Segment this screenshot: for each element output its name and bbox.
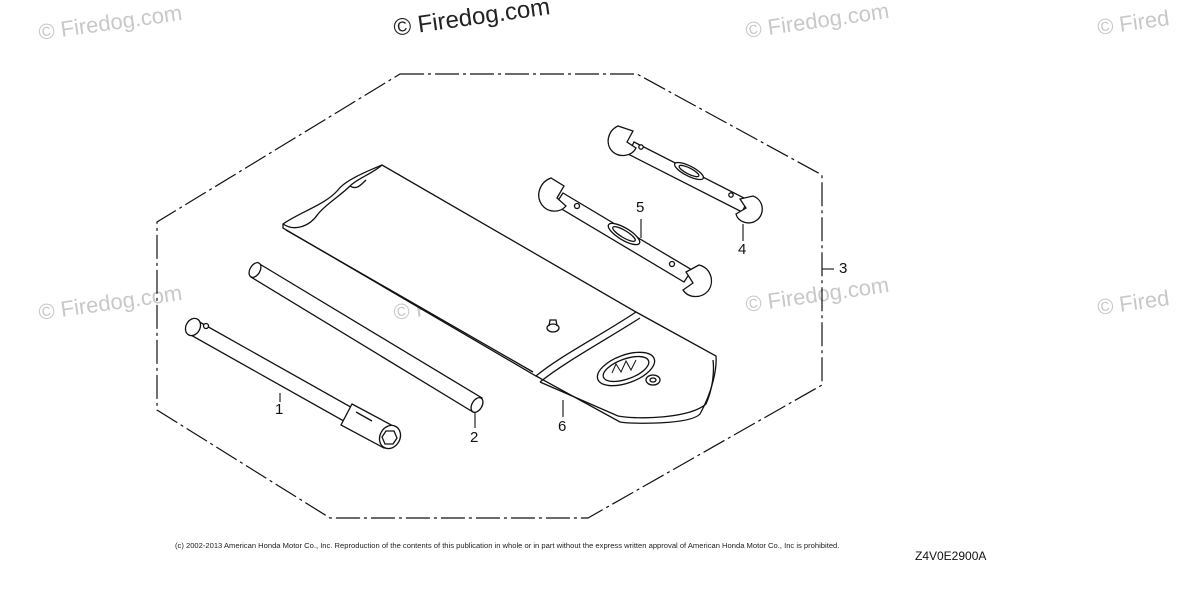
callout-part-3: 3 (839, 260, 848, 277)
leader-lines (279, 219, 834, 428)
callout-part-1: 1 (275, 401, 284, 418)
callout-part-4: 4 (738, 241, 747, 258)
callout-part-2: 2 (470, 429, 479, 446)
diagram-code: Z4V0E2900A (915, 549, 987, 563)
callout-part-6: 6 (558, 418, 567, 435)
wrench-part-4 (607, 125, 763, 224)
copyright-notice: (c) 2002-2013 American Honda Motor Co., … (175, 541, 840, 550)
wrench-part-5 (538, 177, 713, 298)
handle-bar (248, 262, 484, 413)
tool-bag (282, 164, 717, 424)
callout-part-5: 5 (636, 199, 645, 216)
spark-plug-wrench (184, 317, 402, 450)
assembly-outline (156, 73, 823, 519)
